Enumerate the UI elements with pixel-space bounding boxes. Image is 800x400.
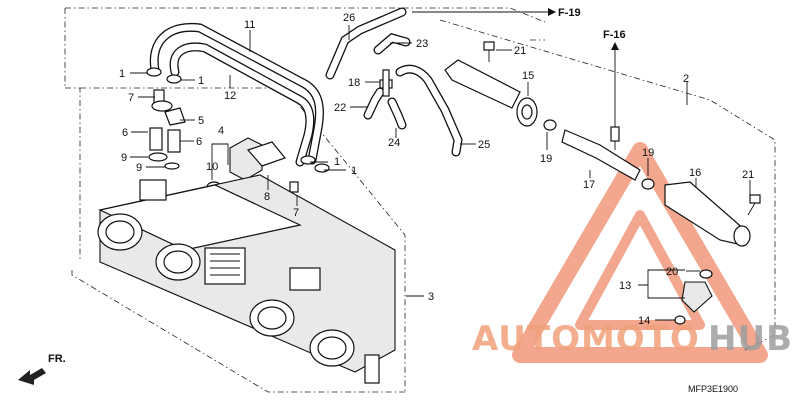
callout-19a: 19: [540, 153, 552, 165]
callout-23: 23: [416, 38, 428, 50]
connector-18: [379, 69, 393, 97]
callout-10: 10: [206, 161, 218, 173]
bolts-21: [483, 41, 761, 216]
callout-3: 3: [428, 291, 434, 303]
watermark-text-hub: HUB: [708, 319, 793, 359]
callout-7a: 7: [128, 92, 134, 104]
f19-arrow: [412, 8, 556, 16]
callout-21a: 21: [514, 45, 526, 57]
hose-22: [363, 87, 385, 120]
callout-14: 14: [638, 315, 650, 327]
small-parts-left: [148, 89, 299, 193]
callout-19b: 19: [642, 147, 654, 159]
callout-9b: 9: [136, 162, 142, 174]
callout-8: 8: [264, 191, 270, 203]
hose-26: [325, 7, 407, 80]
ref-f16-label: F-16: [603, 29, 626, 41]
callout-1b: 1: [198, 75, 204, 87]
hose-11: [149, 22, 324, 165]
callout-7b: 7: [293, 207, 299, 219]
callout-2: 2: [683, 73, 689, 85]
hose-clips: [146, 67, 330, 173]
callout-1d: 1: [351, 165, 357, 177]
callout-16: 16: [689, 167, 701, 179]
callout-9a: 9: [121, 152, 127, 164]
callout-11: 11: [244, 19, 255, 31]
hose-23: [373, 33, 411, 55]
hose-25: [395, 64, 463, 157]
throttle-body-assembly: [97, 174, 396, 384]
callout-4: 4: [218, 125, 224, 137]
fuel-pipe-17: [561, 125, 655, 190]
callout-18: 18: [348, 77, 360, 89]
fuel-rail-15: [444, 59, 557, 131]
ref-f19-label: F-19: [558, 7, 581, 19]
callout-25: 25: [478, 139, 490, 151]
callout-17: 17: [583, 179, 595, 191]
callout-13: 13: [619, 280, 631, 292]
callout-6a: 6: [122, 127, 128, 139]
injector-13: [674, 269, 713, 325]
front-direction-arrow-icon: [18, 368, 46, 385]
assembly-outlines: [64, 7, 776, 393]
leader-lines: [130, 25, 751, 321]
callout-5: 5: [198, 115, 204, 127]
callout-6b: 6: [196, 136, 202, 148]
callout-15: 15: [522, 70, 534, 82]
callout-24: 24: [388, 137, 400, 149]
callout-1c: 1: [334, 156, 340, 168]
callout-22: 22: [334, 102, 346, 114]
callout-20: 20: [666, 266, 678, 278]
fuel-rail-16: [664, 181, 751, 247]
callout-26: 26: [343, 12, 355, 24]
callout-1a: 1: [119, 68, 125, 80]
front-direction-label: FR.: [48, 353, 66, 365]
hose-24: [387, 97, 407, 130]
hose-12: [169, 42, 315, 167]
callout-12: 12: [224, 90, 236, 102]
watermark-text-automoto: AUTOMOTO: [472, 319, 700, 359]
diagram-code: MFP3E1900: [688, 384, 738, 394]
f16-arrow: [611, 42, 619, 125]
callout-21b: 21: [742, 169, 754, 181]
